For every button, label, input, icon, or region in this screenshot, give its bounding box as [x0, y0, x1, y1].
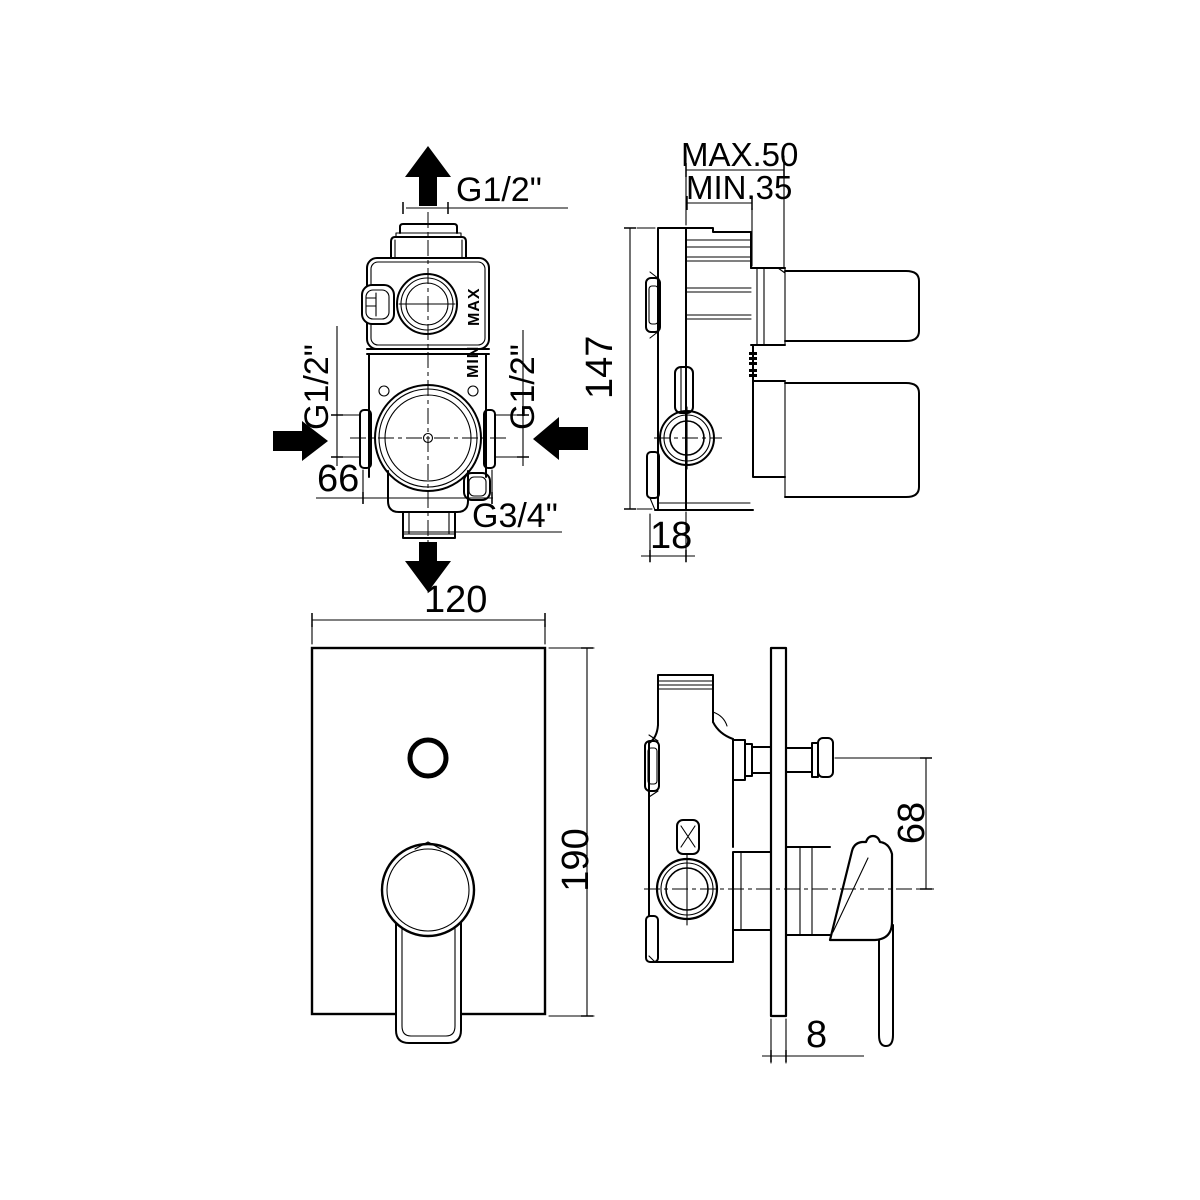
max-marking: MAX: [466, 287, 483, 326]
retaining-clip-side: [645, 277, 661, 333]
wall-plate-side: [769, 646, 788, 1018]
plate-height-dimension: 190: [555, 828, 597, 891]
diverter-port-circle: [396, 273, 458, 335]
flow-arrow-down-icon: [405, 542, 451, 592]
right-connection-label: G1/2": [504, 344, 542, 430]
mixer-lever: [395, 902, 462, 1044]
mixer-lever-side: [878, 924, 894, 1047]
diverter-knob-cap: [817, 737, 834, 778]
plate-width-dimension: 120: [424, 579, 487, 621]
body-width-dimension: 66: [317, 458, 359, 500]
handle-body-side: [828, 834, 894, 942]
diverter-knob-shaft: [785, 747, 813, 773]
trim-plate-front-view: 120 190: [310, 579, 597, 1044]
recess-depth-min-label: MIN.35: [686, 169, 792, 206]
min-marking: MIN: [465, 346, 482, 378]
top-connection-label: G1/2": [456, 171, 542, 209]
diverter-button: [407, 737, 449, 779]
body-height-dimension: 147: [579, 336, 621, 399]
flow-arrow-left-icon: [533, 417, 588, 460]
left-connection-label: G1/2": [298, 344, 336, 430]
plate-thickness-dimension: 8: [806, 1014, 827, 1056]
flow-arrow-right-icon: [273, 421, 328, 461]
trim-side-view: 68 8: [644, 646, 934, 1064]
rough-valve-front-view: G1/2" G1/2" G1/2" G3/4" 66 MAX MIN: [273, 146, 588, 592]
screw-hole-left: [378, 385, 390, 397]
rough-valve-side-view: MAX.50 MIN.35 147 18: [579, 136, 920, 563]
bottom-connection-label: G3/4": [472, 497, 558, 535]
handle-hub-circle: [380, 842, 476, 938]
retaining-clip: [361, 284, 395, 325]
diverter-to-lever-dimension: 68: [891, 802, 933, 844]
back-depth-dimension: 18: [650, 515, 692, 557]
recess-depth-max-label: MAX.50: [681, 136, 798, 173]
max-min-micro-marks: [749, 352, 757, 377]
screw-hole-right: [467, 385, 479, 397]
flow-arrow-up-icon: [405, 146, 451, 206]
